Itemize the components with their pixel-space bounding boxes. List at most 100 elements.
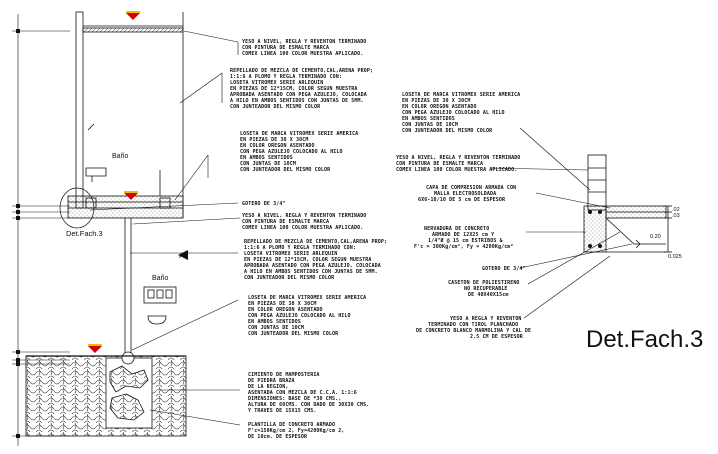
dimension-topping: .03 (672, 213, 680, 219)
note-line: DE LA REGION, (248, 384, 288, 390)
note-line: ARMADO DE 12X25 cm Y (432, 232, 494, 238)
svg-text:CIMIENTO DE MAMPOSTERIA: CIMIENTO DE MAMPOSTERIA DE PIEDRA BRAZA … (248, 372, 372, 414)
detail-callout-label: Det.Fach.3 (66, 229, 103, 238)
svg-text:CAPA DE COMPRESION ARMADA CON: CAPA DE COMPRESION ARMADA CON MALLA ELEC… (418, 185, 519, 203)
svg-text:YESO A NIVEL, REGLA Y REVENTON: YESO A NIVEL, REGLA Y REVENTON TERMINADO… (396, 155, 524, 173)
note-line: LOSETA VITROMEX SERIE ARLEQUIN (244, 251, 337, 257)
foundation (25, 351, 187, 437)
note-line: Y TRAVES DE 15X15 CMS. (248, 408, 316, 414)
note-line: EN PIEZAS DE 12*15CM, COLOR SEGUN MUESTR… (230, 86, 358, 92)
note-line: EN AMBOS SENTIDOS (248, 319, 301, 325)
level-markers (88, 11, 140, 353)
svg-text:LOSETA DE MARCA VITROMEX SERIE: LOSETA DE MARCA VITROMEX SERIE AMERICA E… (248, 295, 369, 337)
left-dimension-rail (12, 14, 70, 446)
slab-detail (583, 154, 672, 253)
svg-text:LOSETA DE MARCA VITROMEX SERIE: LOSETA DE MARCA VITROMEX SERIE AMERICA E… (240, 131, 361, 173)
note-line: NERVADURA DE CONCRETO (424, 226, 489, 232)
notes-left-upper: YESO A NIVEL, REGLA Y REVENTON TERMINADO… (230, 39, 376, 207)
svg-text:YESO A NIVEL, REGLA Y REVENTON: YESO A NIVEL, REGLA Y REVENTON TERMINADO… (242, 39, 370, 57)
note-line: A HILO EN AMBOS SENTIDOS CON JUNTAS DE 5… (244, 269, 378, 275)
note-line: LOSETA DE MARCA VITROMEX SERIE AMERICA (402, 92, 520, 98)
svg-text:REPELLADO DE MEZCLA DE CEMENTO: REPELLADO DE MEZCLA DE CEMENTO,CAL,ARENA… (230, 68, 376, 110)
note-line: LOSETA VITROMEX SERIE ARLEQUIN (230, 80, 323, 86)
note-line: F'c = 300Kg/cm², Fy = 4200Kg/cm² (414, 244, 514, 250)
note-line: DE PIEDRA BRAZA (248, 378, 295, 384)
room-label-upper: Baño (112, 153, 128, 160)
note-line: EN AMBOS SENTIDOS (240, 155, 293, 161)
slab-leaders (489, 127, 633, 319)
note-line: REPELLADO DE MEZCLA DE CEMENTO,CAL,ARENA… (244, 239, 387, 245)
note-line: CON PEGA AZULEJO COLOCADO AL HILO (402, 110, 505, 116)
note-line: CON PEGA AZULEJO COLOCADO AL HILO (240, 149, 343, 155)
note-line: CIMIENTO DE MAMPOSTERIA (248, 372, 320, 378)
note-line: CON JUNTEADOR DEL MISMO COLOR (402, 128, 493, 134)
note-line: DE 10cm. DE ESPESOR (248, 434, 308, 440)
note-line: CON PEGA AZULEJO COLOCADO AL HILO (248, 313, 351, 319)
dimension-slab: .02 (672, 207, 680, 213)
note-line: COMEX LINEA 100 COLOR MUESTRA APLICADO. (396, 167, 517, 173)
upper-wall-section (67, 11, 184, 219)
note-line: CASETON DE POLIESTIRENO (448, 280, 520, 286)
note-line: GOTERO DE 3/4" (482, 266, 526, 272)
note-line: DIMENSIONES: BASE DE *30 CMS., (248, 396, 341, 402)
note-line: EN COLOR OREGON ASENTADO (248, 307, 323, 313)
note-line: 1/4"Ø @ 15 cm ESTRIBOS & (428, 237, 504, 244)
note-line: COMEX LINEA 100 COLOR MUESTRA APLICADO. (242, 51, 363, 57)
note-line: TERMINADO CON TIROL PLANCHADO (428, 322, 518, 328)
dimension-rib: 0.20 (650, 234, 661, 240)
note-line: LOSETA DE MARCA VITROMEX SERIE AMERICA (248, 295, 366, 301)
note-line: CAPA DE COMPRESION ARMADA CON (426, 185, 516, 191)
note-line: NO RECUPERABLE (464, 286, 508, 292)
room-label-lower: Baño (152, 275, 168, 282)
svg-text:REPELLADO DE MEZCLA DE CEMENTO: REPELLADO DE MEZCLA DE CEMENTO,CAL,ARENA… (244, 239, 390, 281)
note-line: DE CONCRETO BLANCO MARMOLINA Y CAL DE (416, 328, 531, 334)
note-line: LOSETA DE MARCA VITROMEX SERIE AMERICA (240, 131, 358, 137)
note-line: EN PIEZAS DE 30 X 30CM (240, 137, 308, 143)
svg-text:CASETON DE POLIESTIRENO: CASETON DE POLIESTIRENO NO RECUPERABLE D… (448, 280, 523, 298)
note-line: YESO A NIVEL, REGLA Y REVENTON TERMINADO (396, 155, 520, 161)
note-line: F'c=150Kg/cm 2, Fy=4200Kg/cm 2, (248, 428, 344, 434)
note-line: ALTURA DE 60CMS. CON DADO DE 30X30 CMS. (248, 402, 369, 408)
note-line: CON PINTURA DE ESMALTE MARCA (242, 219, 329, 225)
arrow-left (178, 250, 188, 260)
detail-title: Det.Fach.3 (586, 326, 703, 353)
note-line: CON JUNTAS DE 10CM (402, 122, 458, 128)
note-line: APROBADA ASENTADO CON PEGA AZULEJO, COLO… (244, 263, 381, 269)
note-line: YESO A NIVEL, REGLA Y REVENTON TERMINADO (242, 39, 366, 45)
note-line: EN PIEZAS DE 30 X 30CM (248, 301, 316, 307)
svg-text:YESO A NIVEL, REGLA Y REVENTON: YESO A NIVEL, REGLA Y REVENTON TERMINADO… (242, 213, 370, 231)
note-line: CON PINTURA DE ESMALTE MARCA (396, 161, 483, 167)
detail-callout (59, 187, 95, 229)
note-line: CON PINTURA DE ESMALTE MARCA (242, 45, 329, 51)
note-line: EN PIEZAS DE 30 X 30CM (402, 98, 470, 104)
svg-text:NERVADURA DE CONCRETO AR: NERVADURA DE CONCRETO ARMADO DE 12X25 cm… (414, 226, 514, 250)
note-line: CON JUNTAS DE 10CM (248, 325, 304, 331)
note-line: ASENTADA CON MEZCLA DE C.C.A. 1:1:6 (248, 390, 357, 396)
svg-text:LOSETA DE MARCA VITROMEX SERIE: LOSETA DE MARCA VITROMEX SERIE AMERICA E… (402, 92, 523, 134)
note-line: CON JUNTEADOR DEL MISMO COLOR (244, 275, 335, 281)
note-line: YESO A REGLA Y REVENTON (450, 316, 522, 322)
note-line: COMEX LINEA 100 COLOR MUESTRA APLICADO. (242, 225, 363, 231)
lower-wall-section (124, 218, 181, 356)
note-line: A HILO EN AMBOS SENTIDOS CON JUNTAS DE 5… (230, 98, 364, 104)
note-line: 6X6-10/10 DE 5 cm DE ESPESOR (418, 197, 506, 203)
note-line: EN PIEZAS DE 12*15CM, COLOR SEGUN MUESTR… (244, 257, 372, 263)
notes-right: LOSETA DE MARCA VITROMEX SERIE AMERICA E… (396, 92, 534, 340)
notes-left-lower: YESO A NIVEL, REGLA Y REVENTON TERMINADO… (242, 213, 390, 440)
leader-lines (89, 30, 241, 426)
note-line: 1:1:6 A PLOMO Y REGLA TERMINADO CON: (244, 245, 356, 251)
note-line: APROBADA ASENTADO CON PEGA AZULEJO, COLO… (230, 92, 367, 98)
note-line: EN COLOR OREGON ASENTADO (240, 143, 315, 149)
note-line: 1:1:6 A PLOMO Y REGLA TERMINADO CON: (230, 74, 342, 80)
svg-text:YESO A REGLA Y REVENTON: YESO A REGLA Y REVENTON TERMINADO CON TI… (416, 316, 534, 340)
note-line: CON JUNTAS DE 10CM (240, 161, 296, 167)
note-line: DE 40X40X15cm (468, 292, 508, 298)
note-line: CON JUNTEADOR DEL MISMO COLOR (230, 104, 321, 110)
note-line: EN COLOR OREGON ASENTADO (402, 104, 477, 110)
note-line: 2.5 CM DE ESPESOR (470, 334, 524, 340)
note-line: MALLA ELECTROSOLDADA (434, 191, 496, 197)
note-line: CON JUNTEADOR DEL MISMO COLOR (248, 331, 339, 337)
note-line: PLANTILLA DE CONCRETO ARMADO (248, 422, 335, 428)
